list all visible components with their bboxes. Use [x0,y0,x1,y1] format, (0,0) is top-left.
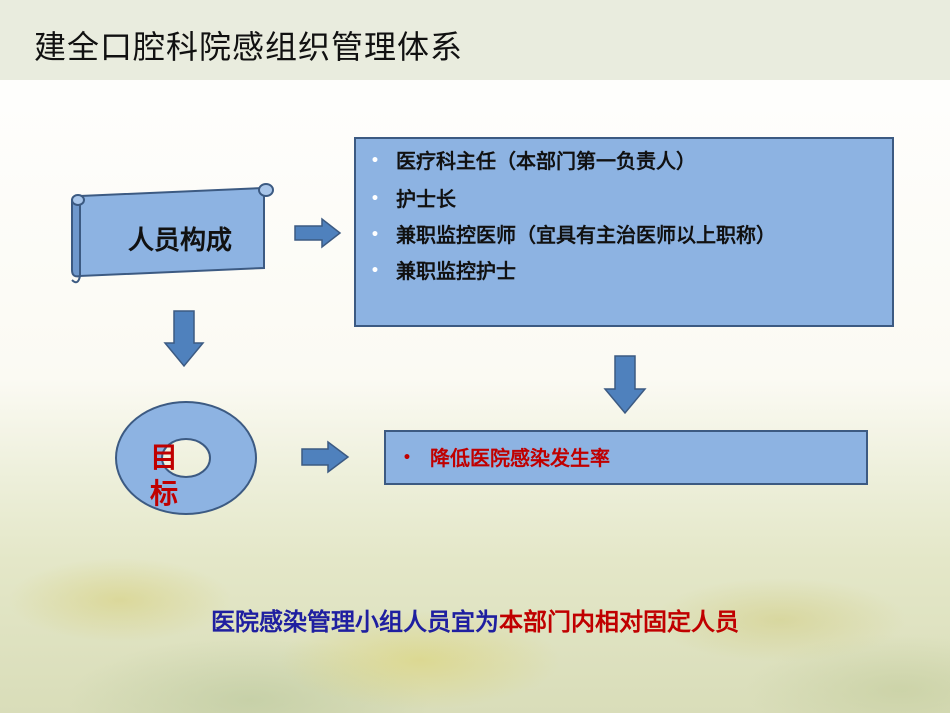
bullet-icon: • [370,227,380,243]
target-ring-icon [114,401,258,515]
list-item: •兼职监控护士 [368,257,872,285]
list-item: •护士长 [368,185,872,213]
members-list: •医疗科主任（本部门第一负责人） •护士长 •兼职监控医师（宜具有主治医师以上职… [368,147,872,285]
list-item: •兼职监控医师（宜具有主治医师以上职称） [368,221,872,249]
list-item: •医疗科主任（本部门第一负责人） [368,147,872,175]
goal-box: •降低医院感染发生率 [384,430,868,485]
arrow-right-icon [301,440,350,474]
arrow-down-icon [163,310,205,368]
list-item: •降低医院感染发生率 [400,444,846,472]
members-box: •医疗科主任（本部门第一负责人） •护士长 •兼职监控医师（宜具有主治医师以上职… [354,137,894,327]
arrow-right-icon [294,217,342,249]
scroll-shape [71,183,274,284]
bullet-icon: • [370,263,380,279]
goal-label: 目标 [150,441,179,510]
bullet-icon: • [370,191,380,207]
page-title: 建全口腔科院感组织管理体系 [34,28,464,66]
bullet-icon: • [402,450,412,466]
composition-label: 人员构成 [127,226,232,256]
title-band: 建全口腔科院感组织管理体系 [0,0,950,80]
bullet-icon: • [370,153,380,169]
arrow-down-icon [603,355,647,415]
goal-list: •降低医院感染发生率 [400,444,846,472]
bottom-note: 医院感染管理小组人员宜为本部门内相对固定人员 [0,602,950,637]
note-highlight: 本部门内相对固定人员 [499,608,739,636]
note-prefix: 医院感染管理小组人员宜为 [211,608,499,636]
